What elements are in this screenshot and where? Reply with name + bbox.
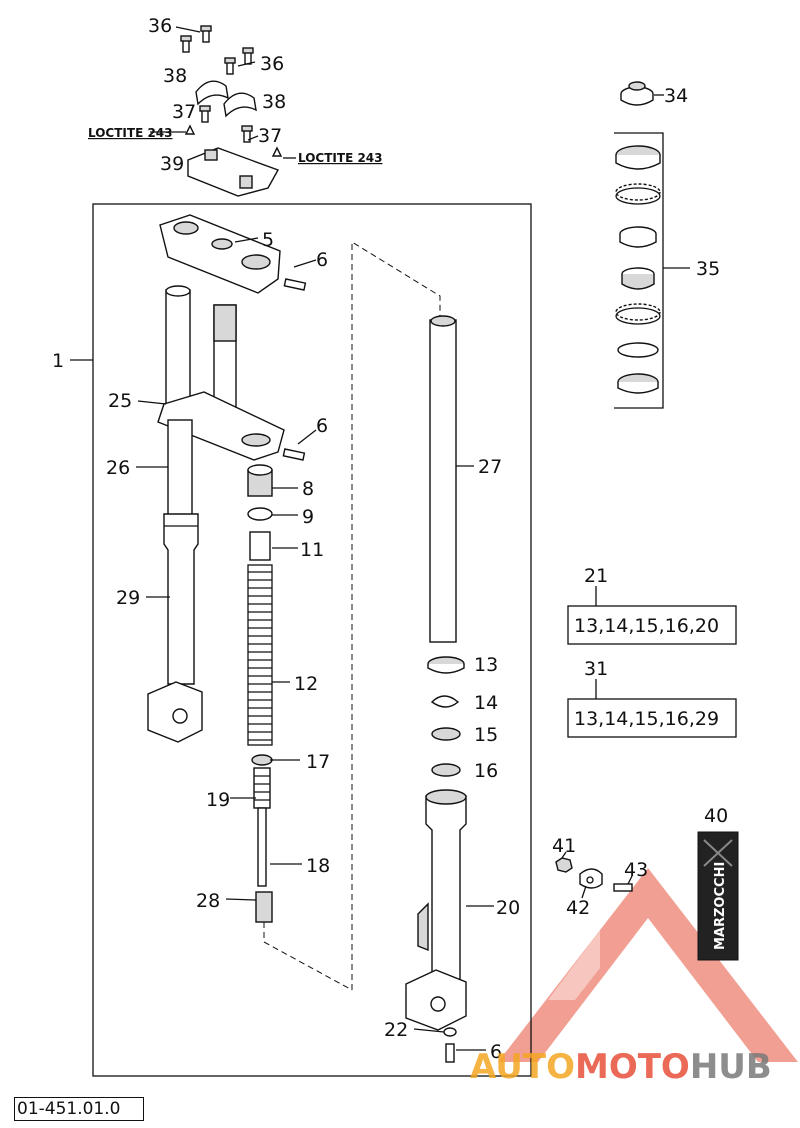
diagram-code: 01-451.01.0 [14,1097,144,1121]
callout-28: 28 [196,890,220,912]
callout-35: 35 [696,258,720,280]
loctite-label-2: LOCTITE 243 [298,151,383,165]
watermark-part-moto: MOTO [575,1047,690,1087]
callout-31: 31 [584,658,608,680]
callout-labels: 36 36 38 38 37 37 LOCTITE 243 LOCTITE 24… [52,15,728,1063]
callout-15: 15 [474,724,498,746]
kit-31-parts: 13,14,15,16,29 [574,708,719,730]
callout-19: 19 [206,789,230,811]
marzocchi-decal: MARZOCCHI [697,831,739,961]
callout-36a: 36 [148,15,172,37]
top-clamp-parts [150,25,296,197]
callout-41: 41 [552,835,576,857]
callout-8: 8 [302,478,314,500]
callout-20: 20 [496,897,520,919]
callout-13: 13 [474,654,498,676]
callout-40: 40 [704,805,728,827]
small-hardware [555,857,633,892]
callout-37a: 37 [172,101,196,123]
callout-34: 34 [664,85,688,107]
decal-text: MARZOCCHI [713,862,728,950]
callout-43: 43 [624,859,648,881]
callout-21: 21 [584,565,608,587]
callout-12: 12 [294,673,318,695]
assembly-frame [92,203,532,1077]
leader-lines [70,94,664,1051]
callout-1: 1 [52,350,64,372]
callout-6b: 6 [316,415,328,437]
callout-6c: 6 [490,1041,502,1063]
upper-triple-clamp [159,214,307,294]
watermark-text: AUTOMOTOHUB [470,1047,772,1087]
callout-16: 16 [474,760,498,782]
callout-14: 14 [474,692,498,714]
alignment-line [351,241,441,990]
callout-11: 11 [300,539,324,561]
callout-42: 42 [566,897,590,919]
right-fork-assembly [405,315,467,1063]
kit-21-box [567,605,737,645]
callout-27: 27 [478,456,502,478]
callout-22: 22 [384,1019,408,1041]
callout-36b: 36 [260,53,284,75]
callout-39: 39 [160,153,184,175]
watermark-part-auto: AUTO [470,1047,575,1087]
callout-6a: 6 [316,249,328,271]
callout-9: 9 [302,506,314,528]
callout-26: 26 [106,457,130,479]
kit-21-parts: 13,14,15,16,20 [574,615,719,637]
callout-18: 18 [306,855,330,877]
left-fork-assembly [147,285,306,743]
callout-17: 17 [306,751,330,773]
callout-38a: 38 [163,65,187,87]
steering-bearing-set [614,81,690,409]
kit-31-box [567,698,737,738]
callout-38b: 38 [262,91,286,113]
watermark-part-hub: HUB [690,1047,772,1087]
callout-5: 5 [262,229,274,251]
callout-37b: 37 [258,125,282,147]
callout-29: 29 [116,587,140,609]
loctite-label-1: LOCTITE 243 [88,126,173,140]
watermark-logo [498,868,798,1062]
callout-25: 25 [108,390,132,412]
fork-internals [247,464,353,991]
